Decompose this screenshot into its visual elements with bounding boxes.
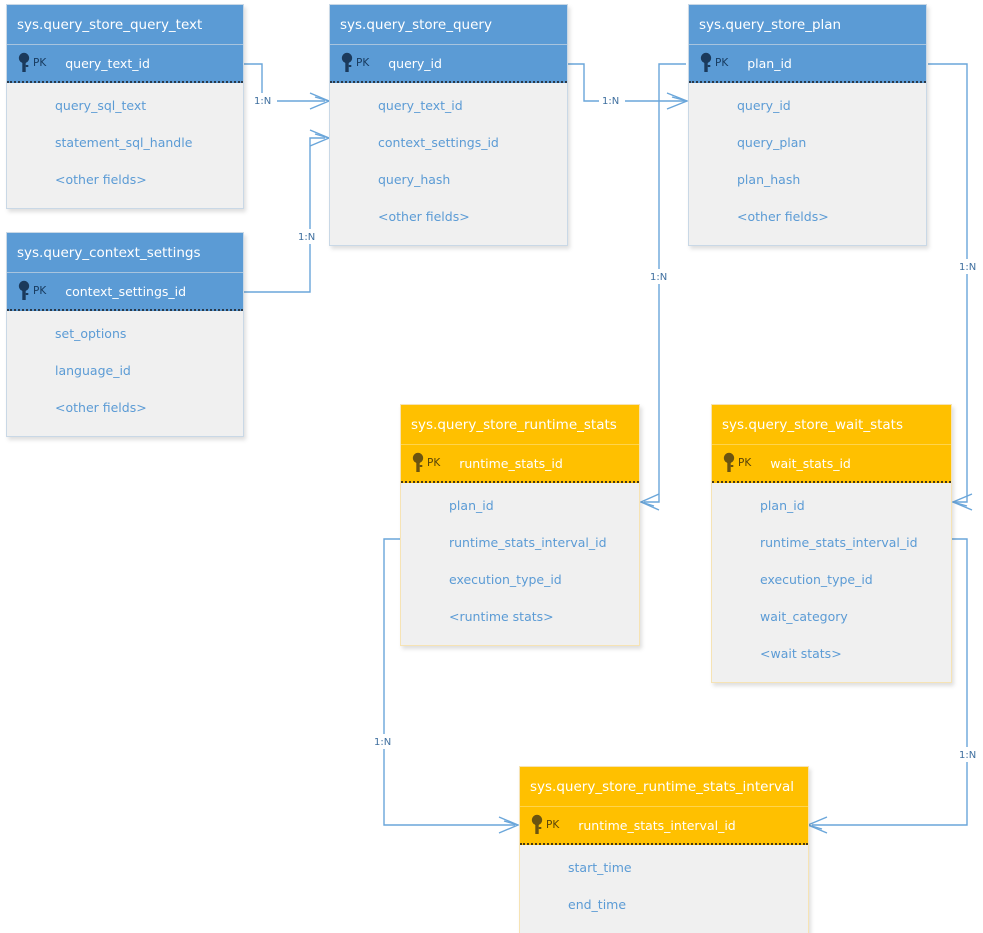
field-row: plan_id (449, 498, 494, 513)
field-row: query_sql_text (55, 98, 147, 113)
entity-title: sys.query_store_plan (689, 5, 926, 45)
cardinality-label: 1:N (374, 737, 391, 748)
field-row: query_text_id (378, 98, 463, 113)
pk-tag: PK (356, 57, 370, 69)
pk-tag: PK (546, 819, 560, 831)
field-row: plan_hash (737, 172, 801, 187)
entity-query-store-runtime-stats-interval[interactable]: sys.query_store_runtime_stats_interval P… (519, 766, 809, 933)
field-list: query_text_id context_settings_id query_… (330, 83, 567, 245)
field-list: set_options language_id <other fields> (7, 311, 243, 436)
field-row: runtime_stats_interval_id (760, 535, 918, 550)
field-list: plan_id runtime_stats_interval_id execut… (712, 483, 951, 682)
entity-query-store-plan[interactable]: sys.query_store_plan PK plan_id query_id… (688, 4, 927, 246)
field-row: wait_category (760, 609, 848, 624)
field-row: query_hash (378, 172, 451, 187)
pk-tag: PK (715, 57, 729, 69)
cardinality-label: 1:N (254, 96, 271, 107)
entity-title: sys.query_context_settings (7, 233, 243, 273)
key-icon (412, 452, 424, 472)
primary-key-row[interactable]: PK runtime_stats_interval_id (520, 807, 808, 845)
primary-key-row[interactable]: PK query_id (330, 45, 567, 83)
pk-tag: PK (427, 457, 441, 469)
field-row: query_id (737, 98, 791, 113)
entity-query-store-wait-stats[interactable]: sys.query_store_wait_stats PK wait_stats… (711, 404, 952, 683)
field-row: language_id (55, 363, 131, 378)
cardinality-label: 1:N (650, 272, 667, 283)
entity-title: sys.query_store_wait_stats (712, 405, 951, 445)
cardinality-label: 1:N (959, 750, 976, 761)
primary-key-row[interactable]: PK query_text_id (7, 45, 243, 83)
primary-key-row[interactable]: PK runtime_stats_id (401, 445, 639, 483)
field-row: runtime_stats_interval_id (449, 535, 607, 550)
pk-field-name: query_id (388, 55, 442, 71)
key-icon (723, 452, 735, 472)
field-row: query_plan (737, 135, 807, 150)
key-icon (18, 52, 30, 72)
field-list: start_time end_time (520, 845, 808, 933)
pk-field-name: runtime_stats_interval_id (578, 817, 736, 833)
cardinality-label: 1:N (959, 262, 976, 273)
entity-query-context-settings[interactable]: sys.query_context_settings PK context_se… (6, 232, 244, 437)
cardinality-label: 1:N (298, 232, 315, 243)
field-row: statement_sql_handle (55, 135, 193, 150)
pk-tag: PK (33, 285, 47, 297)
field-row: <other fields> (55, 400, 147, 415)
relationship-query-to-plan: 1:N (568, 63, 689, 110)
relationship-context-settings-to-query: 1:N (244, 129, 331, 293)
pk-field-name: wait_stats_id (770, 455, 851, 471)
field-row: <other fields> (737, 209, 829, 224)
entity-title: sys.query_store_runtime_stats (401, 405, 639, 445)
cardinality-label: 1:N (602, 96, 619, 107)
field-row: execution_type_id (449, 572, 562, 587)
pk-tag: PK (33, 57, 47, 69)
entity-title: sys.query_store_runtime_stats_interval (520, 767, 808, 807)
pk-field-name: runtime_stats_id (459, 455, 563, 471)
key-icon (700, 52, 712, 72)
field-row: <runtime stats> (449, 609, 554, 624)
primary-key-row[interactable]: PK plan_id (689, 45, 926, 83)
field-row: context_settings_id (378, 135, 499, 150)
pk-field-name: query_text_id (65, 55, 150, 71)
key-icon (18, 280, 30, 300)
pk-field-name: plan_id (747, 55, 792, 71)
field-row: <other fields> (55, 172, 147, 187)
field-row: <wait stats> (760, 646, 842, 661)
field-row: <other fields> (378, 209, 470, 224)
field-row: set_options (55, 326, 127, 341)
field-list: plan_id runtime_stats_interval_id execut… (401, 483, 639, 645)
field-row: start_time (568, 860, 632, 875)
field-list: query_sql_text statement_sql_handle <oth… (7, 83, 243, 208)
field-row: plan_id (760, 498, 805, 513)
key-icon (531, 814, 543, 834)
entity-title: sys.query_store_query (330, 5, 567, 45)
entity-query-store-query[interactable]: sys.query_store_query PK query_id query_… (329, 4, 568, 246)
entity-query-store-runtime-stats[interactable]: sys.query_store_runtime_stats PK runtime… (400, 404, 640, 646)
primary-key-row[interactable]: PK context_settings_id (7, 273, 243, 311)
field-row: end_time (568, 897, 627, 912)
pk-tag: PK (738, 457, 752, 469)
relationship-query-text-to-query: 1:N (244, 63, 331, 110)
primary-key-row[interactable]: PK wait_stats_id (712, 445, 951, 483)
pk-field-name: context_settings_id (65, 283, 187, 299)
entity-query-store-query-text[interactable]: sys.query_store_query_text PK query_text… (6, 4, 244, 209)
field-row: execution_type_id (760, 572, 873, 587)
key-icon (341, 52, 353, 72)
relationship-plan-to-runtime-stats: 1:N (639, 63, 686, 511)
entity-title: sys.query_store_query_text (7, 5, 243, 45)
field-list: query_id query_plan plan_hash <other fie… (689, 83, 926, 245)
